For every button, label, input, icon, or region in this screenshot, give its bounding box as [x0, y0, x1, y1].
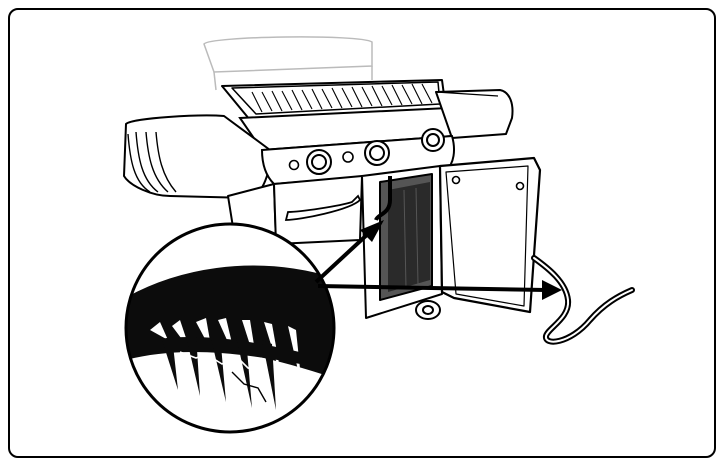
caster-wheel [416, 301, 440, 319]
cabinet-interior [362, 166, 442, 318]
magnified-hose-section [100, 264, 340, 430]
